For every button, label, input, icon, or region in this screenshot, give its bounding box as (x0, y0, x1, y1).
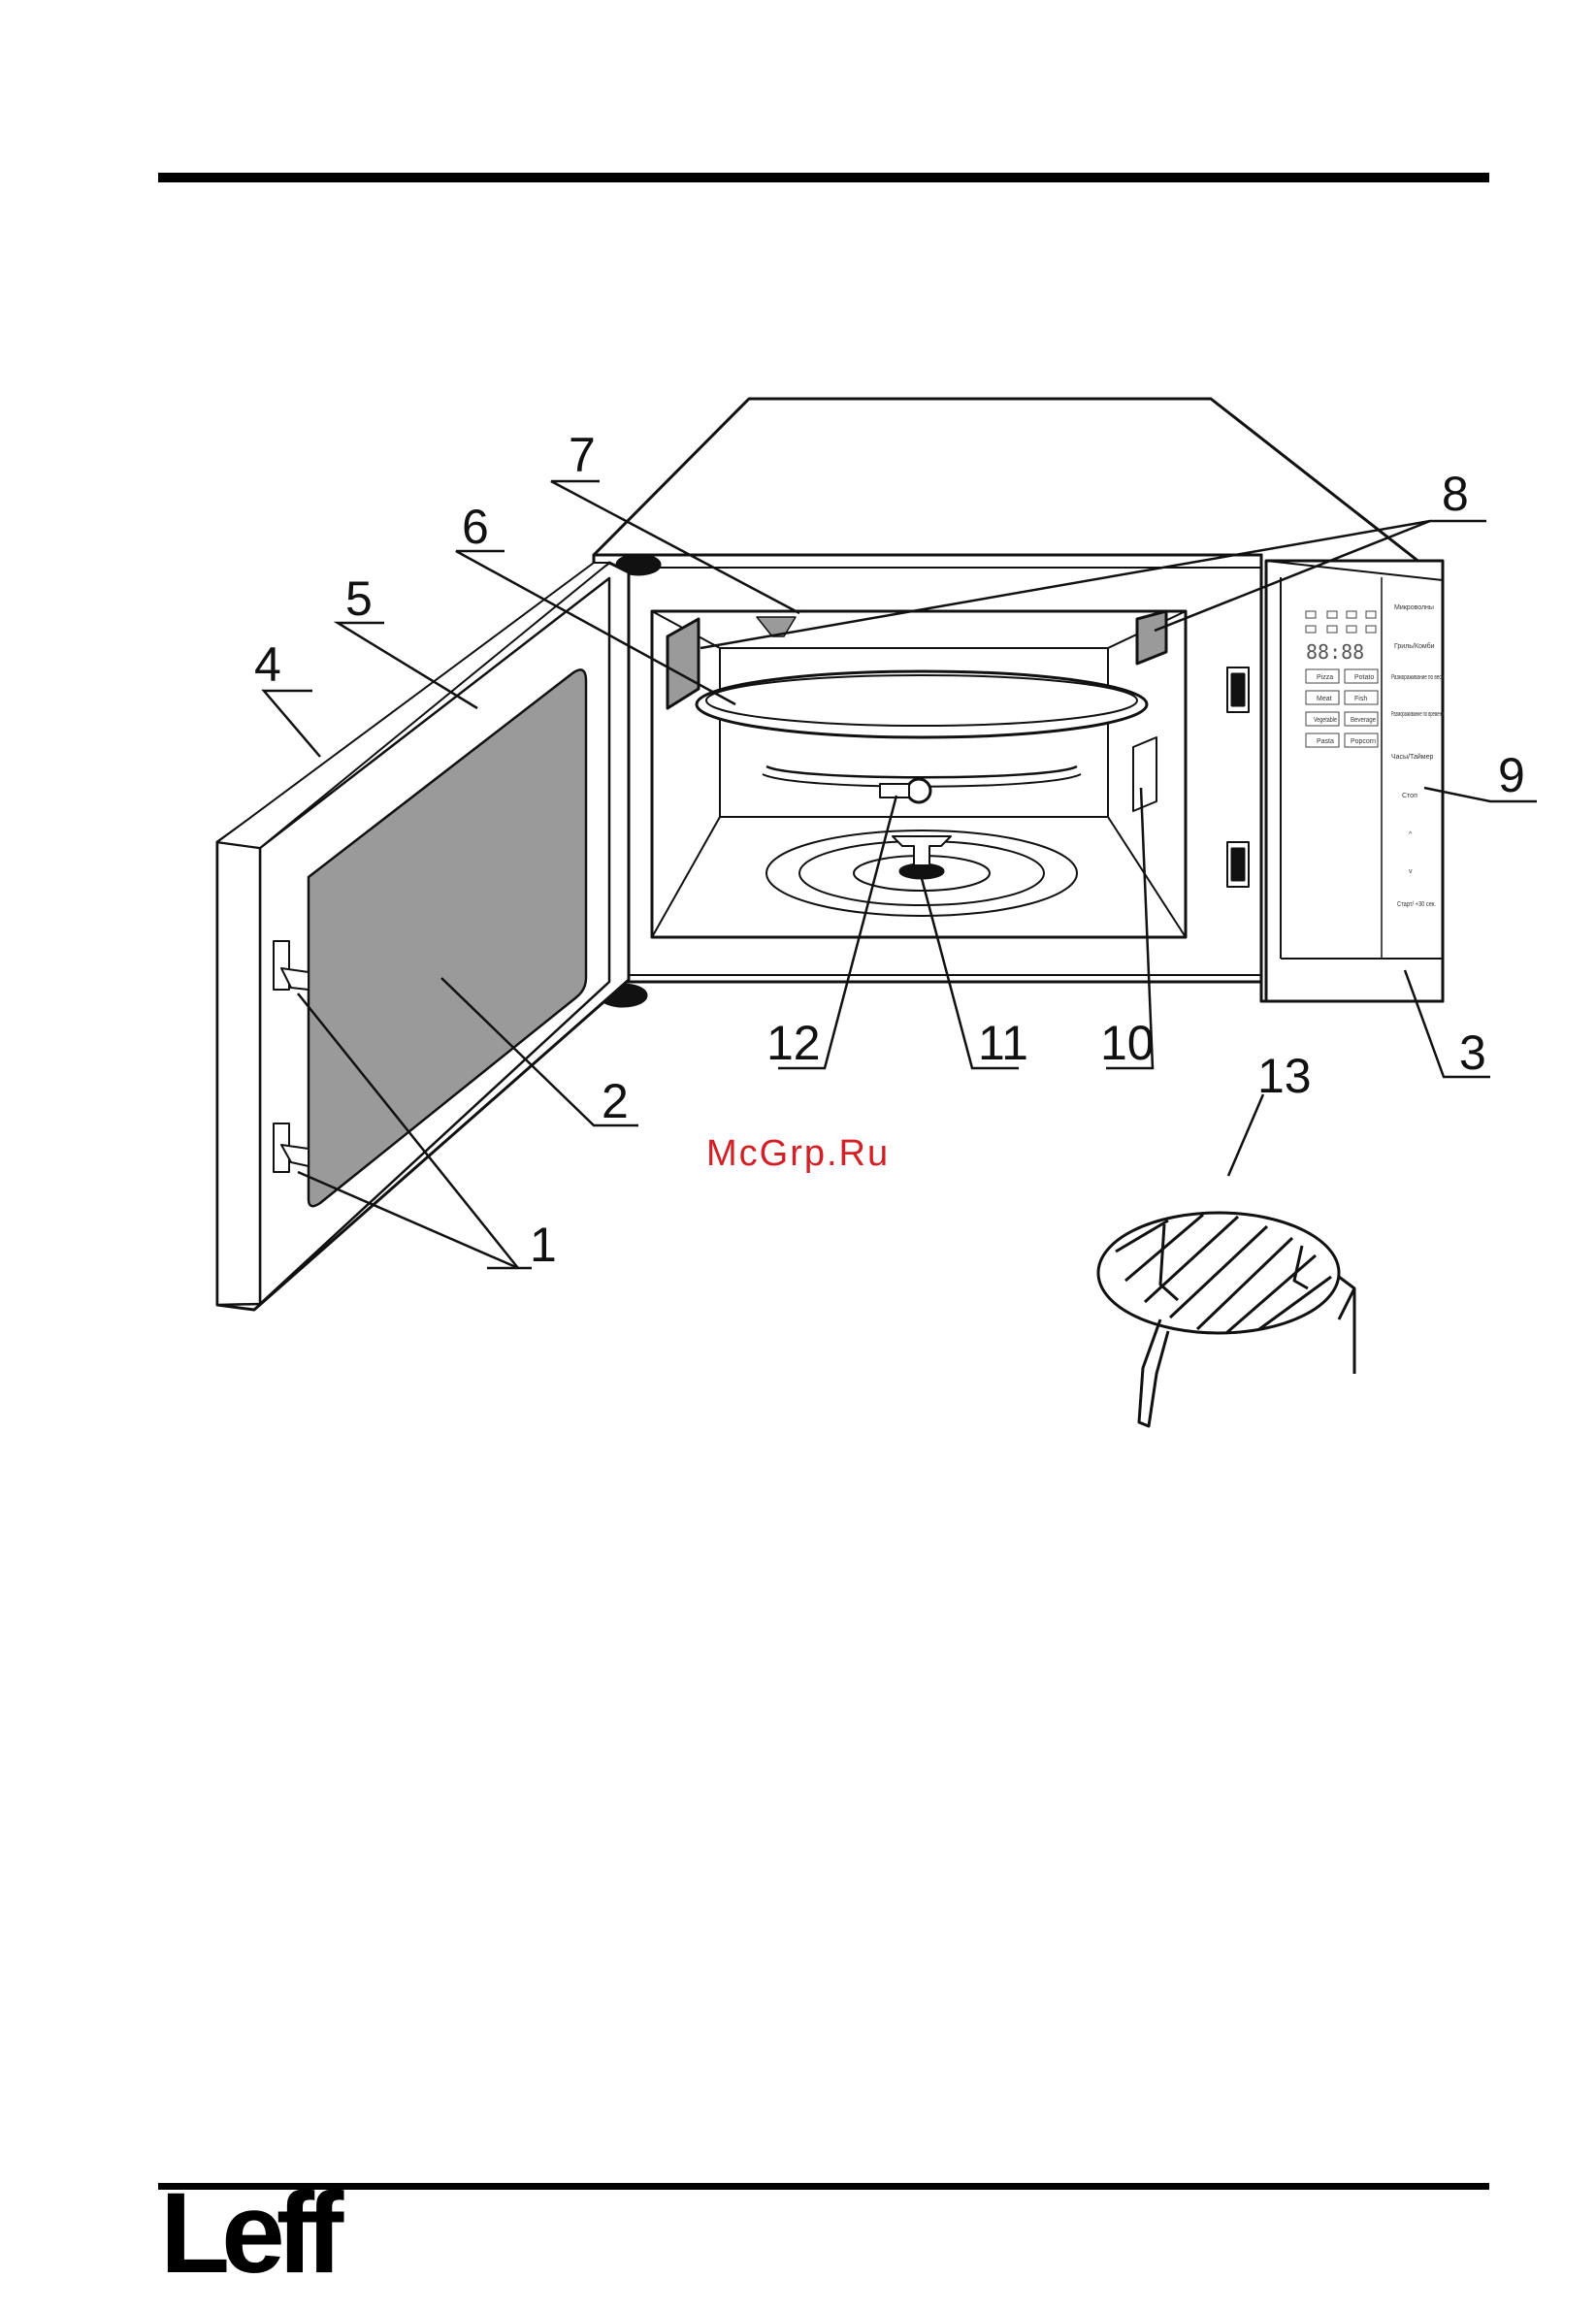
callout-13: 13 (1257, 1049, 1312, 1103)
glass-tray (697, 671, 1147, 737)
preset-2[interactable]: Meat (1317, 696, 1332, 702)
roller-ring-hub (880, 784, 909, 797)
footer-rule (158, 2183, 1489, 2190)
panel-btn-7[interactable]: v (1409, 868, 1413, 875)
callout-11: 11 (978, 1016, 1028, 1070)
callout-7: 7 (569, 428, 596, 482)
panel-btn-5[interactable]: Стоп (1402, 793, 1417, 799)
preset-6[interactable]: Pasta (1317, 738, 1334, 745)
callout-4: 4 (254, 637, 281, 692)
watermark-text: McGrp.Ru (706, 1133, 890, 1175)
brand-logo-text: Leff (160, 2183, 344, 2290)
callout-3: 3 (1459, 1025, 1486, 1080)
panel-btn-8[interactable]: Старт/ +30 сек. (1397, 901, 1436, 908)
display-readout: 88:88 (1306, 640, 1364, 664)
preset-4[interactable]: Vegetable (1314, 717, 1337, 724)
panel-btn-3[interactable]: Размораживание по времени (1391, 711, 1444, 718)
callout-2: 2 (602, 1074, 629, 1128)
callout-5: 5 (345, 571, 373, 626)
panel-btn-2[interactable]: Размораживание по весу (1391, 674, 1444, 681)
panel-btn-1[interactable]: Гриль/Комби (1394, 642, 1435, 650)
preset-7[interactable]: Popcorn (1351, 738, 1376, 745)
preset-5[interactable]: Beverage (1351, 717, 1376, 724)
panel-btn-4[interactable]: Часы/Таймер (1391, 753, 1434, 761)
callout-1: 1 (530, 1218, 557, 1272)
preset-1[interactable]: Potato (1354, 674, 1374, 681)
grill-rack (1098, 1213, 1354, 1426)
callout-9: 9 (1498, 748, 1525, 802)
control-panel (1266, 561, 1443, 1001)
oven-cavity (652, 611, 1186, 937)
callout-12: 12 (766, 1016, 821, 1070)
callout-6: 6 (462, 500, 489, 554)
panel-btn-0[interactable]: Микроволны (1394, 604, 1434, 611)
callout-10: 10 (1100, 1016, 1155, 1070)
preset-0[interactable]: Pizza (1317, 674, 1333, 681)
callout-8: 8 (1442, 467, 1469, 521)
leff-logo: Leff (158, 2183, 352, 2290)
preset-3[interactable]: Fish (1354, 696, 1367, 702)
